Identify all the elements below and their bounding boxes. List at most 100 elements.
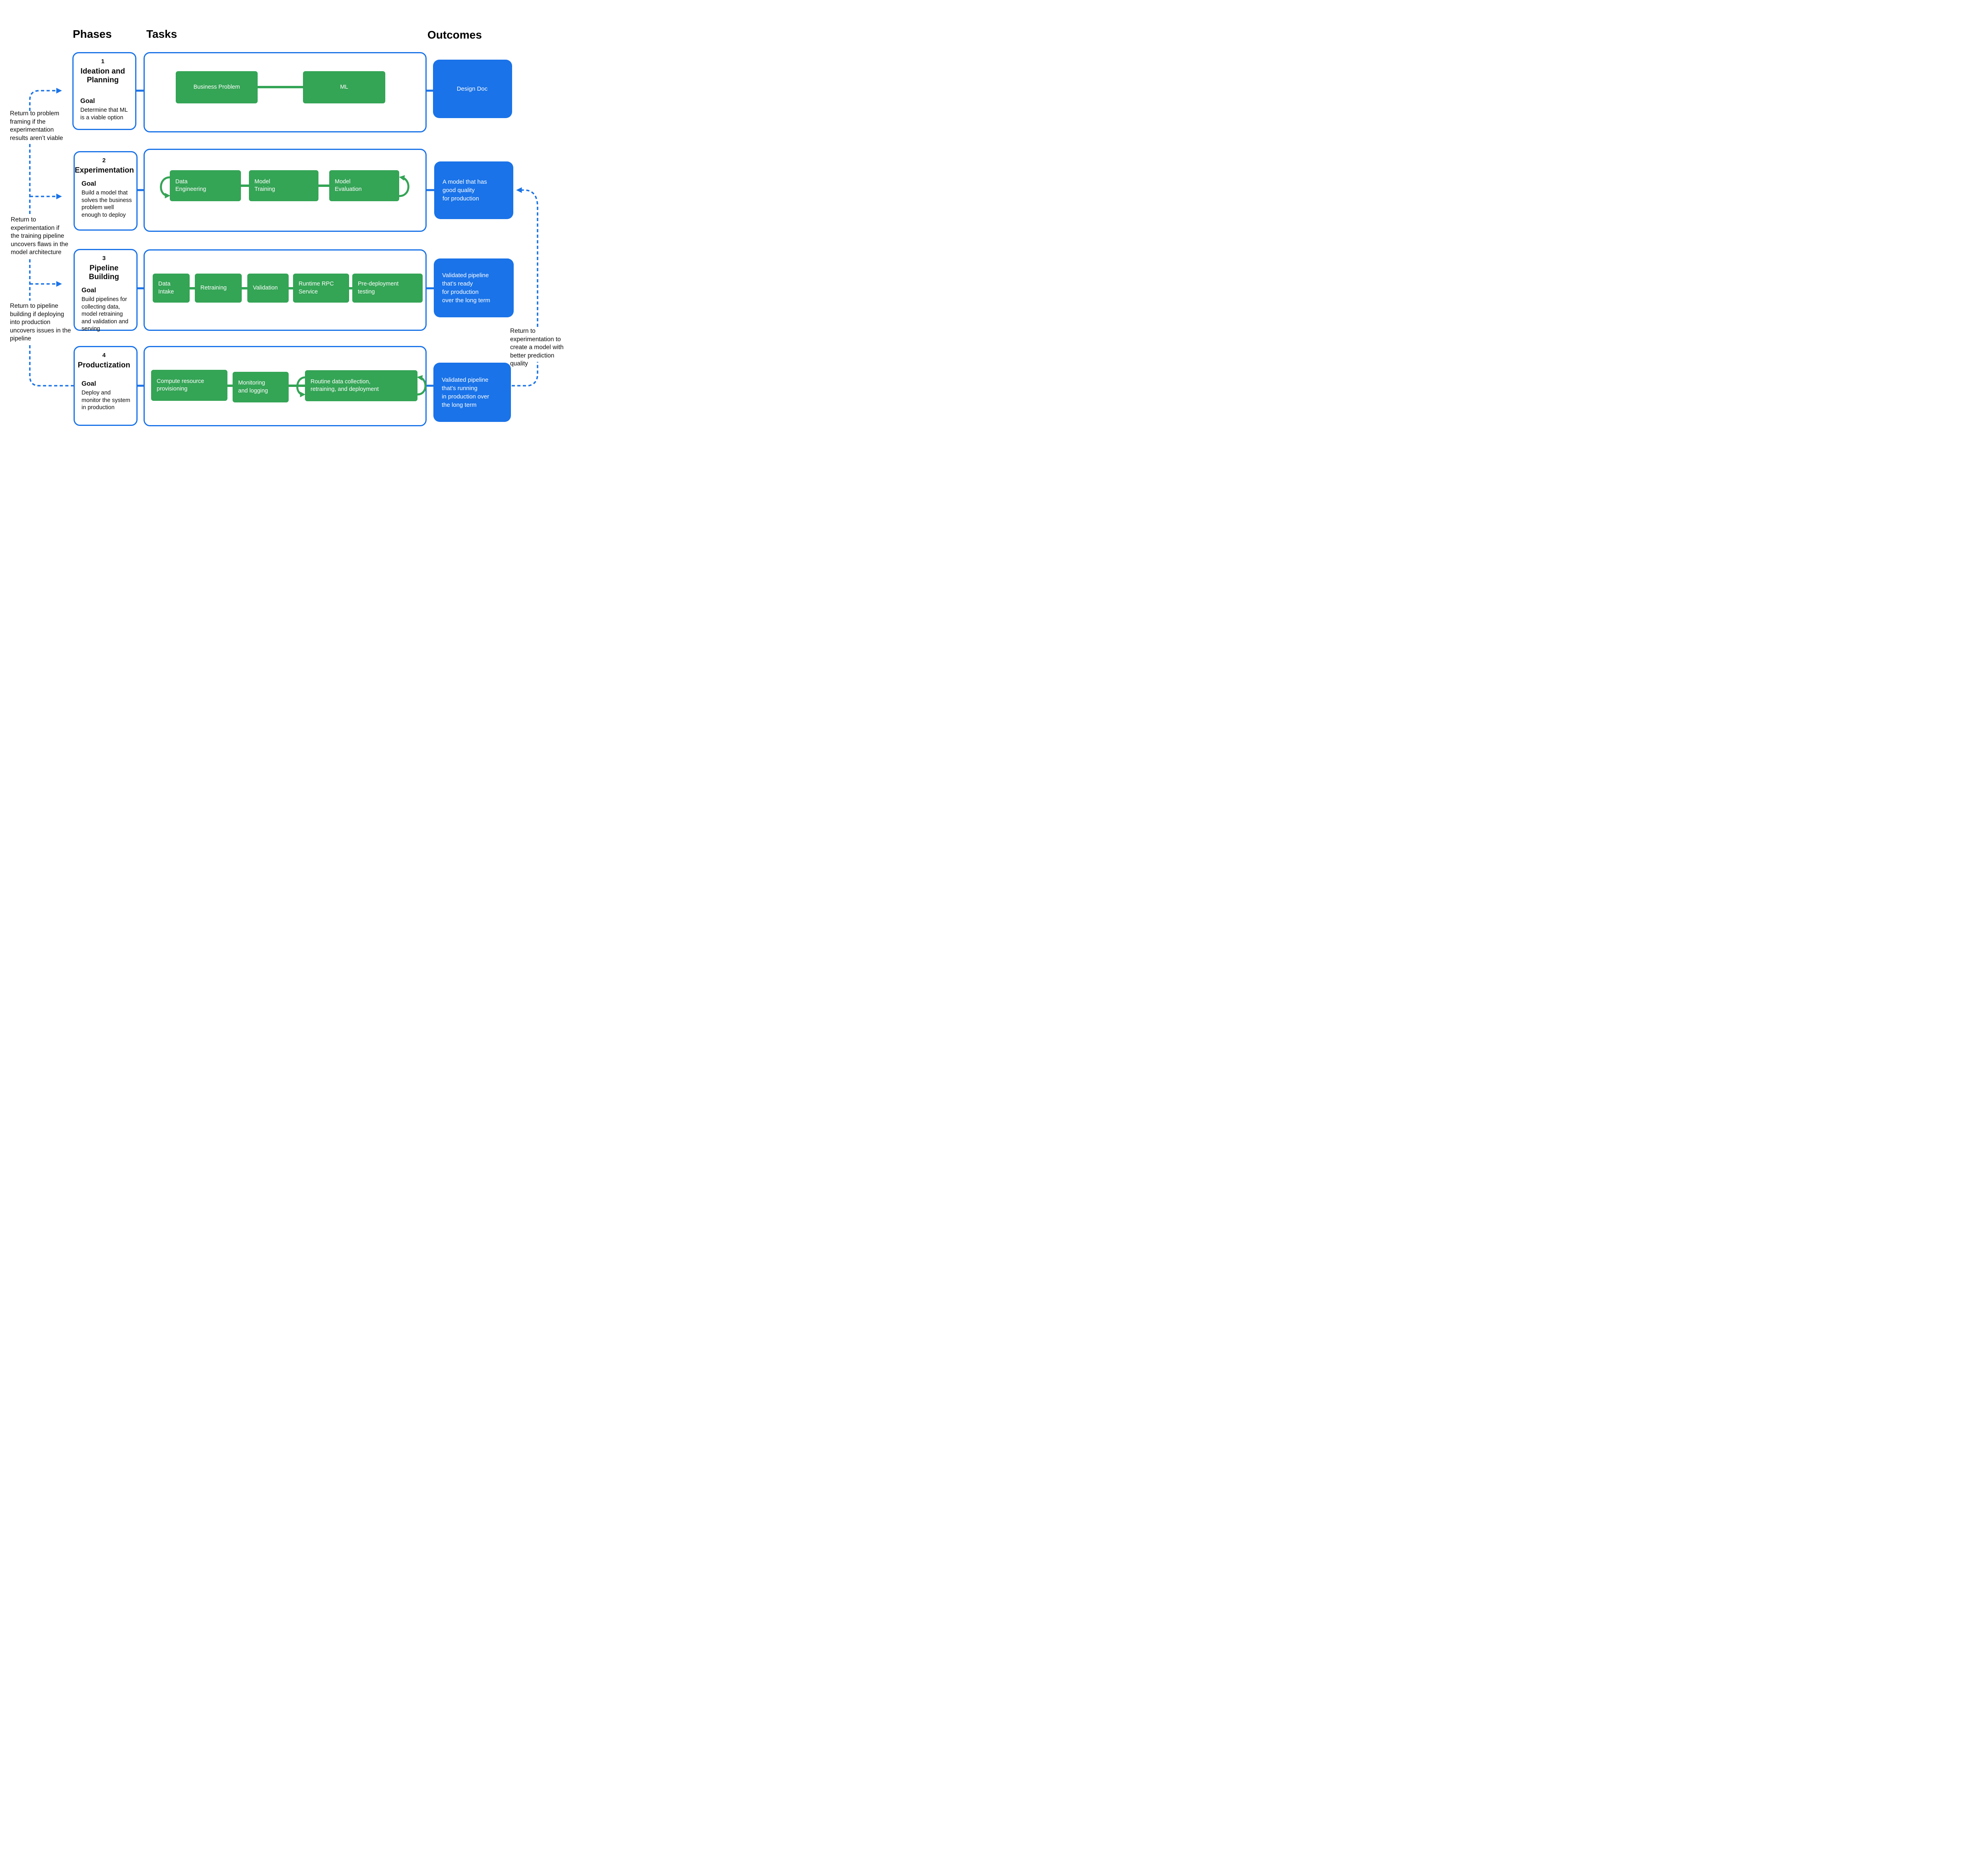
text-line: good quality bbox=[443, 187, 475, 194]
phase-box-pipeline-building: 3 Pipeline Building Goal Build pipelines… bbox=[74, 249, 138, 333]
text-line: framing if the bbox=[10, 118, 46, 125]
text-line: Pre-deployment bbox=[358, 281, 399, 288]
text-line: solves the business bbox=[82, 197, 132, 204]
text-line: the long term bbox=[442, 401, 477, 408]
feedback-line-from-phase4 bbox=[29, 345, 74, 387]
task-box-ml: ML bbox=[303, 71, 385, 103]
phases-column-header: Phases bbox=[73, 28, 112, 40]
text-line: in production over bbox=[442, 393, 489, 400]
text-line: uncovers issues in the bbox=[10, 327, 71, 334]
text-line: provisioning bbox=[157, 386, 188, 392]
goal-label: Goal bbox=[82, 380, 96, 388]
text-line: Return to problem bbox=[10, 110, 60, 117]
text-line: that’s ready bbox=[442, 280, 473, 287]
text-line: Engineering bbox=[175, 186, 206, 192]
text-line: Planning bbox=[87, 76, 119, 85]
text-line: Model bbox=[254, 178, 270, 185]
phase-title: Productization bbox=[75, 361, 133, 370]
text-line: ML bbox=[340, 84, 348, 90]
outcomes-column-header: Outcomes bbox=[427, 29, 482, 41]
text-line: A model that has bbox=[443, 179, 487, 185]
phase-number: 4 bbox=[102, 352, 106, 359]
text-line: Monitoring bbox=[238, 380, 265, 387]
text-line: better prediction bbox=[510, 352, 555, 359]
task-box-retraining: Retraining bbox=[195, 274, 242, 303]
text-line: Design Doc bbox=[456, 85, 488, 92]
text-line: results aren’t viable bbox=[10, 134, 63, 142]
text-line: enough to deploy bbox=[82, 212, 126, 218]
text-line: monitor the system bbox=[82, 397, 130, 404]
text-line: Routine data collection, bbox=[311, 378, 371, 385]
text-line: Training bbox=[254, 186, 275, 192]
text-line: serving bbox=[82, 326, 100, 332]
text-line: Data bbox=[158, 281, 171, 288]
text-line: testing bbox=[358, 288, 375, 295]
text-line: Retraining bbox=[200, 284, 227, 291]
text-line: Return to pipeline bbox=[10, 303, 58, 309]
feedback-arrow-to-phase1-icon bbox=[29, 87, 62, 111]
text-line: model architecture bbox=[11, 249, 62, 256]
text-line: into production bbox=[10, 319, 50, 326]
text-line: model retraining bbox=[82, 311, 123, 318]
text-line: Service bbox=[299, 288, 318, 295]
text-line: quality bbox=[510, 360, 528, 367]
goal-label: Goal bbox=[82, 180, 96, 188]
phase-number: 2 bbox=[102, 157, 106, 164]
text-line: Return to bbox=[510, 328, 536, 334]
text-line: Business Problem bbox=[193, 84, 240, 90]
phase-title: Experimentation bbox=[75, 166, 134, 175]
phase-box-experimentation: 2 Experimentation Goal Build a model tha… bbox=[74, 151, 138, 231]
text-line: Return to bbox=[11, 216, 36, 223]
text-line: Productization bbox=[78, 361, 130, 369]
tasks-column-header: Tasks bbox=[146, 28, 177, 40]
text-line: Experimentation bbox=[75, 166, 134, 175]
goal-label: Goal bbox=[80, 97, 95, 105]
task-box-business-problem: Business Problem bbox=[176, 71, 258, 103]
text-line: Runtime RPC bbox=[299, 281, 334, 288]
blue-connectors bbox=[136, 89, 434, 387]
text-line: problem well bbox=[82, 204, 114, 211]
phase-number: 1 bbox=[101, 58, 105, 65]
text-line: and logging bbox=[238, 387, 268, 394]
text-line: for production bbox=[442, 289, 479, 295]
text-line: pipeline bbox=[10, 335, 31, 342]
text-line: and validation and bbox=[82, 318, 128, 325]
text-line: that’s running bbox=[442, 385, 478, 392]
text-line: building if deploying bbox=[10, 311, 64, 318]
goal-label: Goal bbox=[82, 287, 96, 294]
text-line: is a viable option bbox=[80, 114, 124, 121]
text-line: Build a model that bbox=[82, 190, 128, 196]
text-line: experimentation bbox=[10, 126, 54, 134]
text-line: Pipeline Building bbox=[89, 264, 119, 282]
text-line: Validated pipeline bbox=[442, 376, 489, 383]
text-line: collecting data, bbox=[82, 303, 120, 310]
feedback-arrow-to-outcome2-icon bbox=[516, 187, 538, 327]
text-line: for production bbox=[443, 195, 479, 202]
text-line: retraining, and deployment bbox=[311, 386, 379, 392]
text-line: Deploy and bbox=[82, 390, 111, 396]
outcome-box-design-doc: Design Doc bbox=[433, 60, 512, 118]
phase-number: 3 bbox=[102, 255, 106, 262]
text-line: in production bbox=[82, 404, 115, 411]
